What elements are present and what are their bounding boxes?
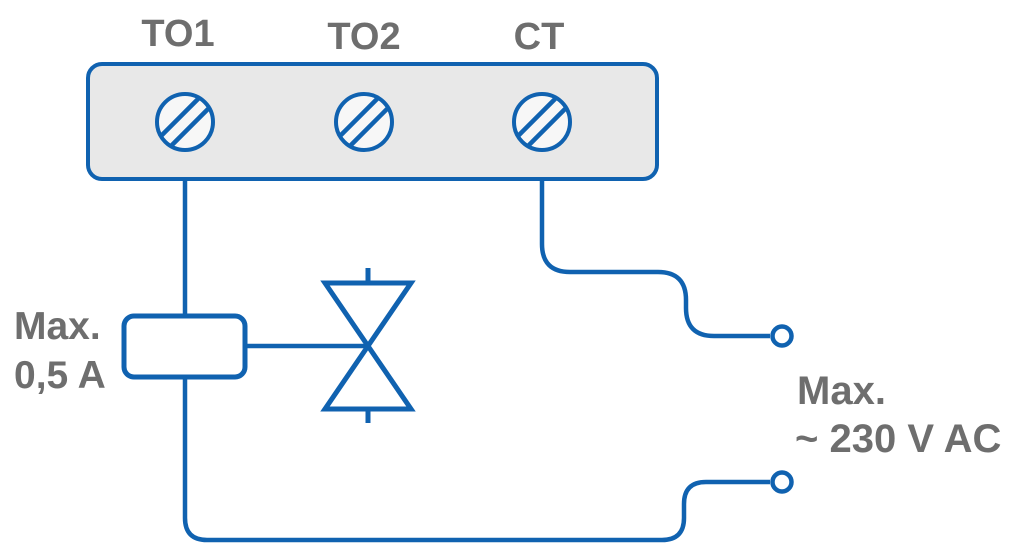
terminal-slash — [159, 96, 201, 138]
terminal-circle — [155, 92, 215, 152]
terminal-slash — [348, 106, 390, 148]
screw-terminal-to2-icon — [334, 92, 394, 152]
terminal-label-ct: CT — [514, 16, 565, 58]
supply-label-line1: Max. — [797, 369, 886, 413]
wire-to1-supply — [182, 150, 770, 543]
valve-bottom-triangle — [320, 341, 416, 412]
terminal-slash — [169, 106, 211, 148]
terminal-label-to1: TO1 — [141, 13, 214, 55]
fuse-rating-line1: Max. — [14, 305, 101, 348]
supply-label-line2: ~ 230 V AC — [795, 417, 1001, 461]
terminal-slash — [526, 106, 568, 148]
fuse-icon — [121, 313, 248, 380]
terminal-circle — [512, 92, 572, 152]
valve-top-triangle — [320, 280, 416, 351]
wire-endpoint-lower-icon — [770, 470, 794, 494]
terminal-circle — [334, 92, 394, 152]
wire-endpoint-upper-icon — [770, 324, 794, 348]
terminal-label-to2: TO2 — [327, 16, 400, 58]
terminal-slash — [516, 96, 558, 138]
wire-ct-supply — [539, 150, 770, 339]
screw-terminal-ct-icon — [512, 92, 572, 152]
screw-terminal-to1-icon — [155, 92, 215, 152]
valve-icon — [320, 268, 416, 423]
terminal-slash — [338, 96, 380, 138]
fuse-rating-line2: 0,5 A — [14, 354, 106, 397]
